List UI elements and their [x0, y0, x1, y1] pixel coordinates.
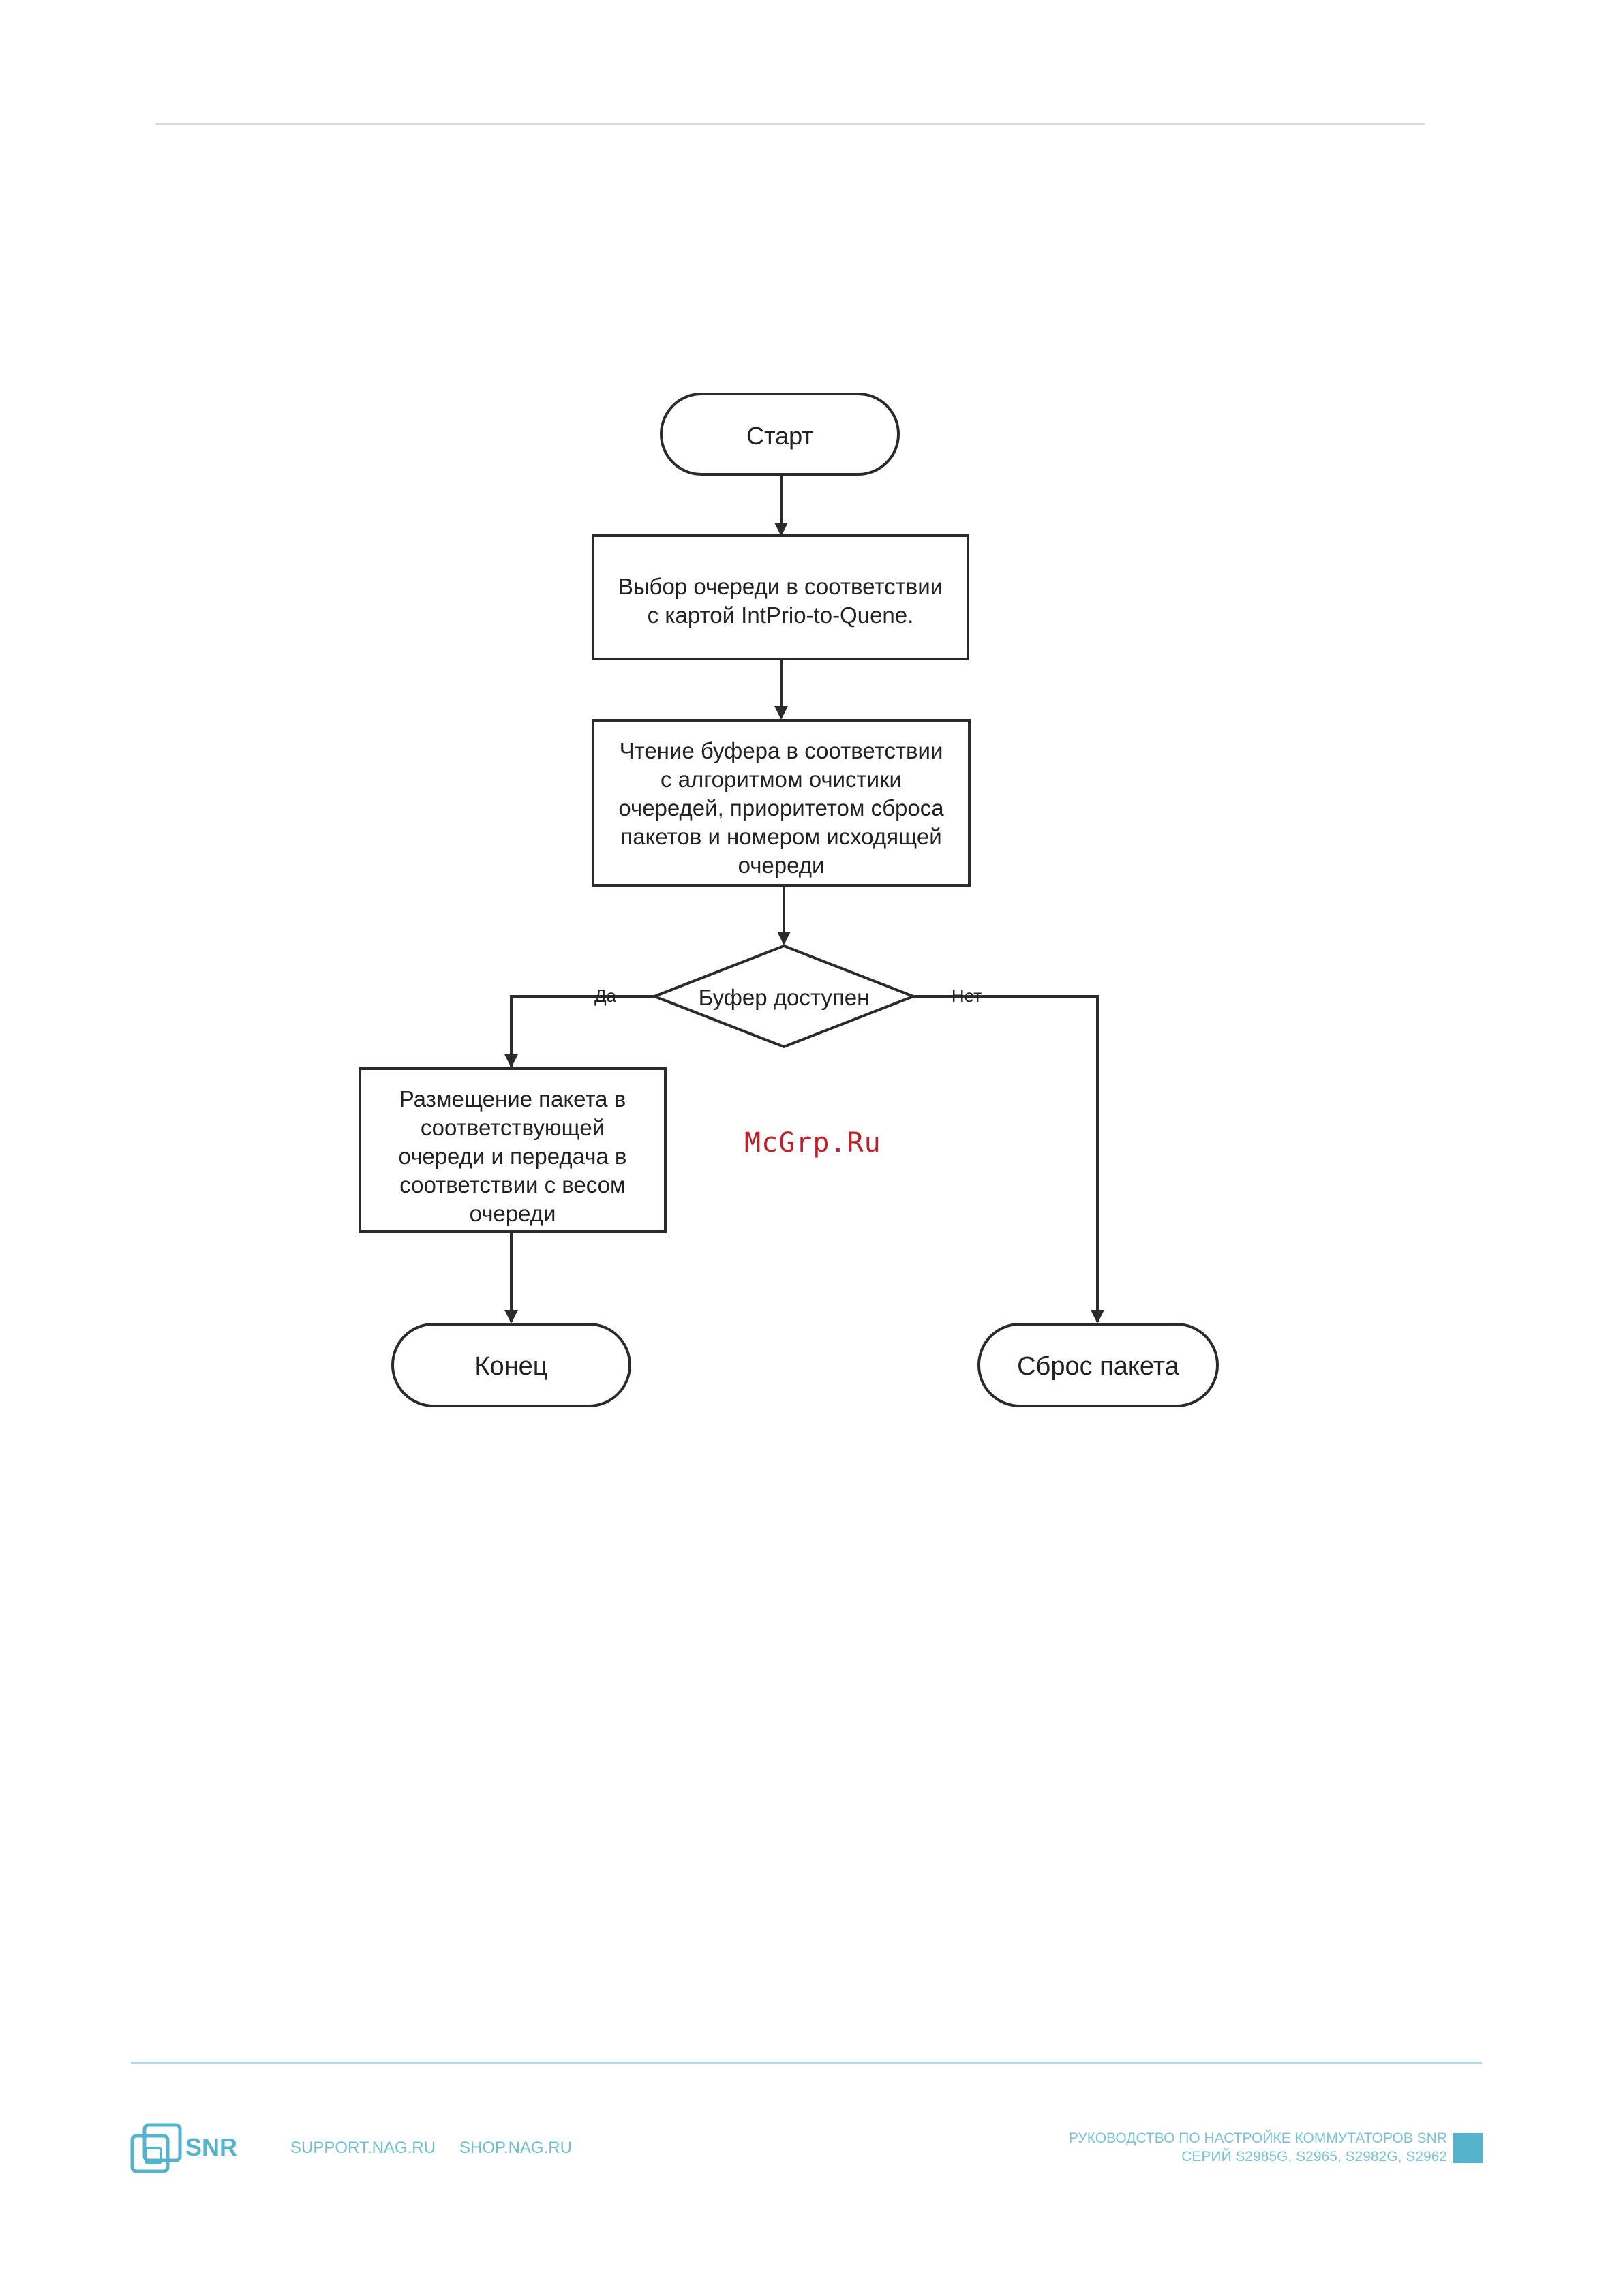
decision-diamond — [650, 944, 917, 1049]
step3-line-3: очереди и передача в — [399, 1144, 627, 1169]
step1-line-2: с картой IntPrio-to-Quene. — [648, 602, 914, 628]
decision-label: Буфер доступен — [699, 985, 870, 1010]
step3-process — [359, 1067, 667, 1233]
step2-line-4: пакетов и номером исходящей — [620, 824, 941, 849]
watermark: McGrp.Ru — [744, 1127, 881, 1159]
step3-line-2: соответствующей — [421, 1115, 605, 1140]
support-link[interactable]: SUPPORT.NAG.RU — [290, 2139, 436, 2157]
step3-line-4: соответствии с весом — [399, 1172, 625, 1197]
manual-title-line-1: РУКОВОДСТВО ПО НАСТРОЙКЕ КОММУТАТОРОВ SN… — [1068, 2130, 1447, 2146]
drop-terminator — [977, 1323, 1219, 1407]
end-terminator — [391, 1323, 631, 1407]
step3-line-1: Размещение пакета в — [399, 1086, 626, 1112]
manual-title-line-2: СЕРИЙ S2985G, S2965, S2982G, S2962 — [1181, 2149, 1447, 2164]
step2-line-3: очередей, приоритетом сброса — [618, 795, 944, 821]
step2-process — [592, 719, 971, 887]
step1-process — [592, 534, 969, 660]
step3-line-5: очереди — [470, 1201, 556, 1226]
footer-rule — [131, 2062, 1482, 2064]
snr-logo-icon — [130, 2123, 182, 2173]
start-terminator — [660, 393, 900, 476]
footer: SNR SUPPORT.NAG.RU SHOP.NAG.RU РУКОВОДСТ… — [0, 2085, 1623, 2181]
manual-accent-block — [1453, 2133, 1483, 2163]
connector-decision-no — [913, 995, 1104, 1323]
step2-line-2: с алгоритмом очистики — [661, 767, 902, 792]
step2-line-5: очереди — [738, 853, 825, 878]
connector-decision-yes — [504, 995, 654, 1068]
header-rule — [155, 123, 1425, 125]
branch-yes-label: Да — [594, 985, 617, 1006]
logo-text: SNR — [185, 2133, 238, 2161]
shop-link[interactable]: SHOP.NAG.RU — [459, 2139, 572, 2157]
branch-no-label: Нет — [952, 985, 982, 1006]
drop-label: Сброс пакета — [1017, 1352, 1180, 1381]
step2-line-1: Чтение буфера в соответствии — [620, 738, 943, 763]
start-label: Старт — [746, 422, 813, 450]
end-label: Конец — [474, 1352, 547, 1381]
step1-line-1: Выбор очереди в соответствии — [618, 574, 943, 599]
manual-title: РУКОВОДСТВО ПО НАСТРОЙКЕ КОММУТАТОРОВ SN… — [1069, 2129, 1447, 2166]
